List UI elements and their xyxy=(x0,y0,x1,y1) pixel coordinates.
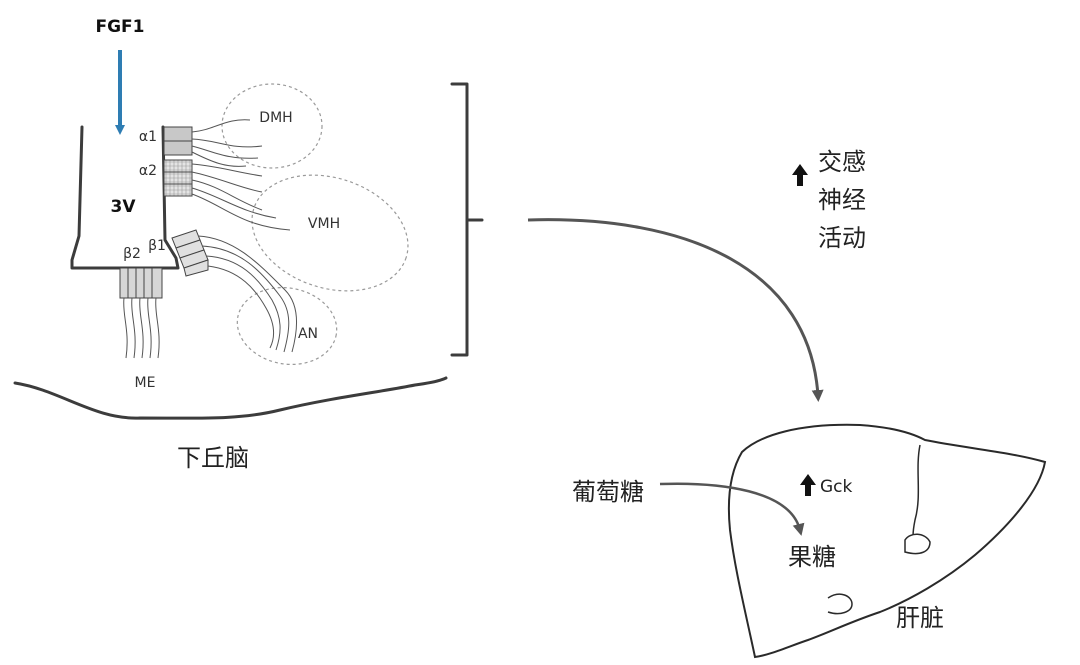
effect-line-3: 活动 xyxy=(818,224,866,252)
sympathetic-effect: 交感 神经 活动 xyxy=(792,148,866,252)
liver-outline xyxy=(727,423,1047,659)
hypothalamus-bracket xyxy=(450,82,484,357)
sympathetic-signal-arrow xyxy=(527,218,824,402)
brain-base-outline xyxy=(13,376,448,420)
hypothalamus-panel: FGF1 3V α1 α2 β1 xyxy=(13,17,484,472)
glucose-label: 葡萄糖 xyxy=(572,478,644,506)
beta2-receptor xyxy=(119,267,163,299)
effect-line-1: 交感 xyxy=(818,148,866,176)
median-eminence-label: ME xyxy=(135,375,156,391)
beta1-fibers xyxy=(197,235,297,353)
alpha2-label: α2 xyxy=(139,163,157,179)
an-nucleus xyxy=(236,286,338,366)
dmh-label: DMH xyxy=(259,110,292,126)
gck-up-arrow-icon xyxy=(800,474,816,496)
fructose-label: 果糖 xyxy=(788,543,836,571)
effect-line-2: 神经 xyxy=(818,186,866,214)
an-label: AN xyxy=(298,326,318,342)
beta2-label: β2 xyxy=(123,246,141,262)
fgf1-label: FGF1 xyxy=(95,17,144,37)
liver-panel: 葡萄糖 Gck 果糖 肝脏 xyxy=(572,423,1047,659)
up-arrow-icon xyxy=(792,164,808,186)
alpha-fibers xyxy=(191,119,291,231)
gallbladder xyxy=(904,533,931,555)
third-ventricle-label: 3V xyxy=(111,197,137,217)
alpha1-receptor xyxy=(163,126,193,156)
alpha1-label: α1 xyxy=(139,129,157,145)
dmh-nucleus xyxy=(221,83,323,169)
hypothalamus-label: 下丘脑 xyxy=(177,444,249,472)
gck-label: Gck xyxy=(820,477,853,497)
beta1-label: β1 xyxy=(148,238,166,254)
alpha2-receptor xyxy=(163,159,193,197)
glucose-to-fructose-arrow xyxy=(659,482,805,536)
vmh-nucleus xyxy=(251,174,409,292)
median-eminence-fibers xyxy=(123,297,160,359)
liver-lobe-notch xyxy=(827,593,853,615)
liver-label: 肝脏 xyxy=(896,604,944,632)
beta1-receptor xyxy=(171,229,209,277)
vmh-label: VMH xyxy=(308,216,340,232)
